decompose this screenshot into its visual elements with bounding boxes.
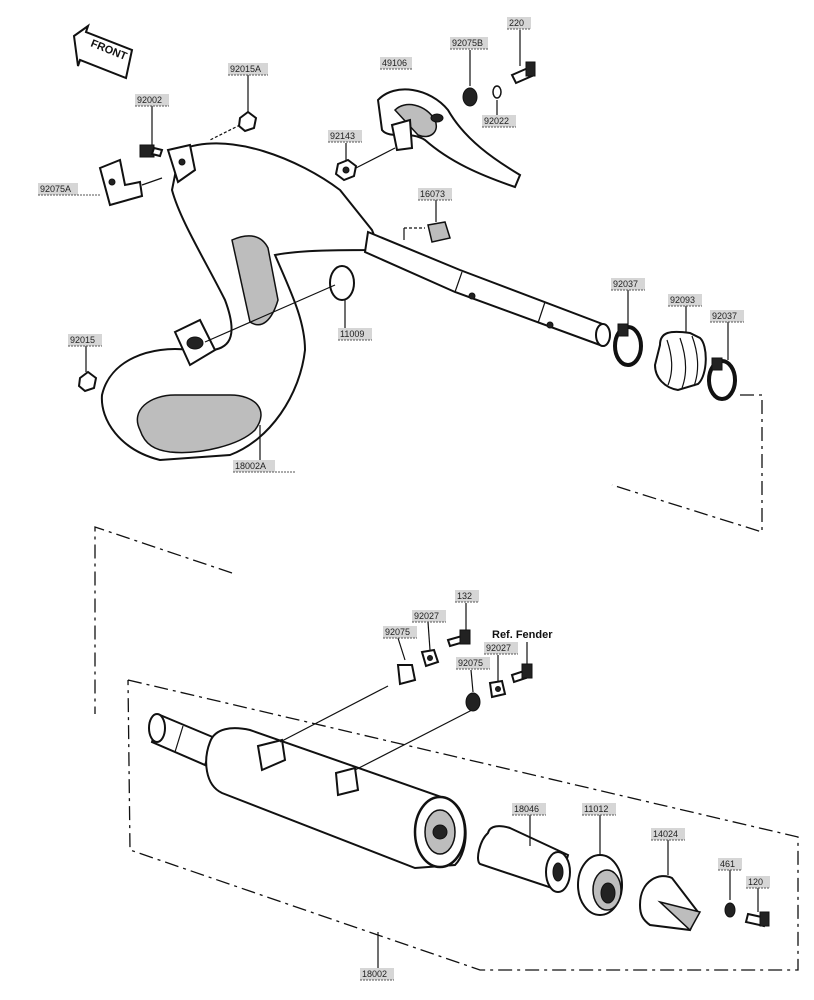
clamp-92037-right — [707, 357, 737, 401]
damper-92075B — [462, 87, 478, 107]
part-label-16073: 16073 — [418, 188, 452, 201]
part-label-461: 461 — [718, 858, 742, 871]
svg-text:92075: 92075 — [458, 658, 483, 668]
svg-text:92075A: 92075A — [40, 184, 71, 194]
spark-arrester-14024 — [638, 875, 702, 932]
part-label-220: 220 — [507, 17, 531, 30]
part-label-92075A: 92075A — [38, 183, 100, 196]
washer-92027-left — [420, 648, 440, 668]
svg-text:14024: 14024 — [653, 829, 678, 839]
svg-text:92015A: 92015A — [230, 64, 261, 74]
washer-461 — [724, 902, 736, 918]
svg-text:92002: 92002 — [137, 95, 162, 105]
svg-text:92075: 92075 — [385, 627, 410, 637]
svg-text:132: 132 — [457, 591, 472, 601]
packing-18046 — [477, 825, 571, 893]
bolt-132 — [446, 629, 471, 648]
gasket-11009 — [329, 265, 355, 301]
bolt-92002 — [139, 144, 164, 158]
part-label-11009: 11009 — [338, 328, 372, 341]
part-label-132: 132 — [455, 590, 479, 603]
part-label-92143: 92143 — [328, 130, 362, 143]
svg-text:11012: 11012 — [584, 804, 608, 814]
svg-text:220: 220 — [509, 18, 524, 28]
part-label-92015: 92015 — [68, 334, 102, 347]
svg-text:92093: 92093 — [670, 295, 695, 305]
svg-text:92022: 92022 — [484, 116, 509, 126]
part-label-92022: 92022 — [482, 115, 516, 128]
clamp-92037-left — [613, 323, 643, 367]
svg-text:18002A: 18002A — [235, 461, 266, 471]
bolt-120 — [744, 911, 770, 928]
part-label-14024: 14024 — [651, 828, 685, 841]
nut-92015 — [77, 370, 98, 393]
svg-text:92027: 92027 — [414, 611, 439, 621]
part-label-92037-left: 92037 — [611, 278, 645, 291]
part-label-92093: 92093 — [668, 294, 702, 307]
damper-16073 — [427, 221, 451, 243]
sleeve-92093 — [653, 330, 707, 392]
svg-text:11009: 11009 — [340, 329, 364, 339]
svg-text:92075B: 92075B — [452, 38, 483, 48]
expansion-chamber — [100, 142, 611, 462]
svg-text:92027: 92027 — [486, 643, 511, 653]
svg-text:Ref. Fender: Ref. Fender — [492, 629, 553, 641]
nut-92015A — [237, 110, 258, 133]
svg-text:49106: 49106 — [382, 58, 407, 68]
part-label-11012: 11012 — [582, 803, 616, 816]
washer-92022 — [492, 85, 502, 99]
damper-92075-left — [396, 664, 417, 686]
gasket-11012 — [577, 854, 623, 916]
svg-text:92015: 92015 — [70, 335, 95, 345]
svg-text:92143: 92143 — [330, 131, 355, 141]
bolt-220 — [510, 61, 536, 85]
part-label-92015A: 92015A — [228, 63, 268, 76]
bracket-49106 — [376, 88, 522, 189]
svg-text:18046: 18046 — [514, 804, 539, 814]
alignment-lines — [94, 394, 799, 971]
svg-text:92037: 92037 — [712, 311, 737, 321]
part-label-92075B: 92075B — [450, 37, 488, 50]
part-label-92075-left: 92075 — [383, 626, 417, 639]
part-label-92027-left: 92027 — [412, 610, 446, 623]
bracket-92075A — [98, 158, 144, 207]
part-label-92075-right: 92075 — [456, 657, 490, 670]
part-label-18002: 18002 — [360, 968, 394, 981]
svg-text:120: 120 — [748, 877, 763, 887]
front-arrow-icon: FRONT — [72, 23, 134, 80]
svg-text:92037: 92037 — [613, 279, 638, 289]
silencer-18002 — [148, 713, 467, 870]
part-label-92037-right: 92037 — [710, 310, 744, 323]
svg-text:18002: 18002 — [362, 969, 387, 979]
part-label-92027-right: 92027 — [484, 642, 518, 655]
nut-92143 — [334, 158, 358, 182]
part-label-120: 120 — [746, 876, 770, 889]
part-label-49106: 49106 — [380, 57, 412, 70]
washer-92027-right — [488, 679, 507, 699]
part-label-18002A: 18002A — [233, 460, 295, 473]
part-label-18046: 18046 — [512, 803, 546, 816]
ref-fender-note: Ref. Fender — [492, 629, 553, 641]
damper-92075-right — [465, 692, 481, 712]
bolt-ref-fender — [510, 663, 533, 684]
svg-text:461: 461 — [720, 859, 735, 869]
svg-text:16073: 16073 — [420, 189, 445, 199]
part-label-92002: 92002 — [135, 94, 169, 107]
